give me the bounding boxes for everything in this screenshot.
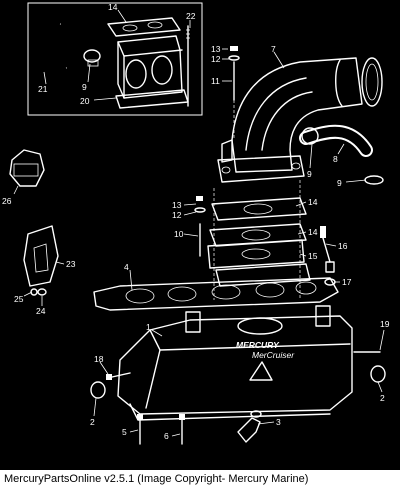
leader-lines <box>13 9 385 437</box>
callout-19: 19 <box>380 319 390 329</box>
callout-1: 1 <box>146 322 151 332</box>
manifold-logo-text: MERCURY <box>236 340 280 350</box>
callout-2: 2 <box>380 393 385 403</box>
callout-23: 23 <box>66 259 76 269</box>
callout-14: 14 <box>308 227 318 237</box>
callout-13: 13 <box>172 200 182 210</box>
callout-15: 15 <box>308 251 318 261</box>
callout-25: 25 <box>14 294 24 304</box>
callout-13: 13 <box>211 44 221 54</box>
exploded-parts-diagram: MERCURY MerCruiser <box>0 0 400 470</box>
callout-16: 16 <box>338 241 348 251</box>
callout-3: 3 <box>276 417 281 427</box>
exhaust-elbow <box>217 57 383 183</box>
gasket-stack <box>194 180 311 300</box>
callout-5: 5 <box>122 427 127 437</box>
callout-8: 8 <box>333 154 338 164</box>
callout-14: 14 <box>108 2 118 12</box>
inset-detail-box <box>27 2 203 116</box>
callout-6: 6 <box>164 431 169 441</box>
left-side-parts <box>9 149 59 296</box>
callout-11: 11 <box>211 76 220 86</box>
exhaust-manifold: MERCURY MerCruiser <box>117 305 353 421</box>
callout-12: 12 <box>172 210 182 220</box>
water-hose <box>299 124 384 185</box>
callout-24: 24 <box>36 306 46 316</box>
callout-17: 17 <box>342 277 352 287</box>
callout-14: 14 <box>308 197 318 207</box>
callout-9: 9 <box>307 169 312 179</box>
callout-2: 2 <box>90 417 95 427</box>
callout-18: 18 <box>94 354 104 364</box>
fasteners <box>90 351 386 445</box>
stud-stack-top <box>228 46 240 140</box>
manifold-gasket <box>93 277 339 311</box>
callout-7: 7 <box>271 44 276 54</box>
callout-12: 12 <box>211 54 221 64</box>
callout-10: 10 <box>174 229 184 239</box>
callout-labels: 14 22 21 9 20 13 12 11 7 8 9 9 26 13 12 … <box>2 2 390 441</box>
callout-9: 9 <box>337 178 342 188</box>
callout-22: 22 <box>186 11 196 21</box>
callout-21: 21 <box>38 84 48 94</box>
temperature-sensor <box>320 226 336 286</box>
callout-26: 26 <box>2 196 12 206</box>
manifold-logo-subtext: MerCruiser <box>252 350 295 360</box>
callout-4: 4 <box>124 262 129 272</box>
callout-20: 20 <box>80 96 90 106</box>
callout-9: 9 <box>82 82 87 92</box>
image-caption: MercuryPartsOnline v2.5.1 (Image Copyrig… <box>4 473 309 485</box>
